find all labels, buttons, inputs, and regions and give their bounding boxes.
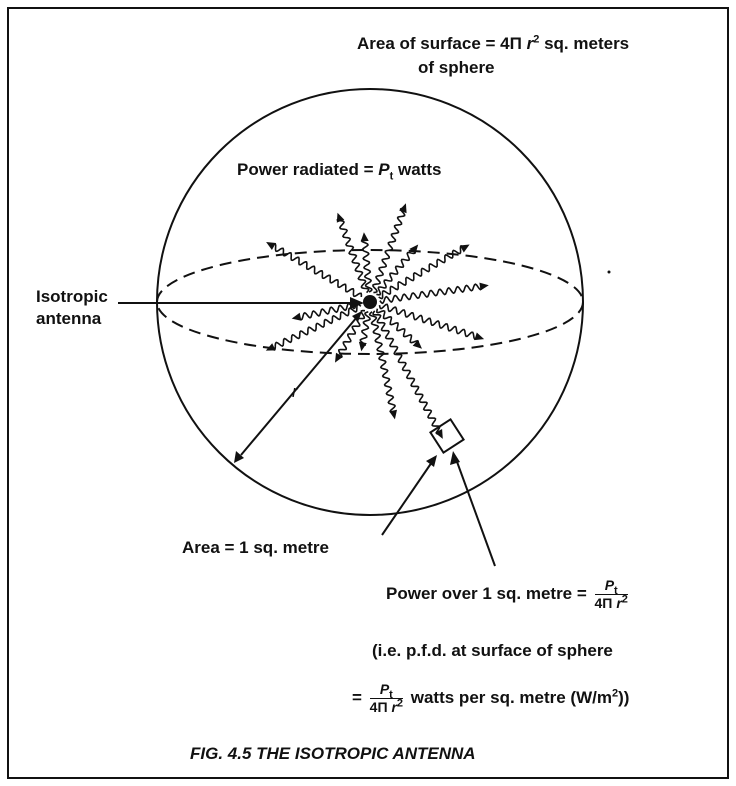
radiated-wave-6 (378, 303, 480, 340)
radiated-wave-4 (378, 244, 465, 300)
pfd-label: (i.e. p.f.d. at surface of sphere (372, 641, 613, 660)
radiated-wave-arrowhead-2 (336, 212, 345, 223)
figure-caption: FIG. 4.5 THE ISOTROPIC ANTENNA (190, 744, 476, 763)
antenna-dot (363, 295, 377, 309)
unit-area-square (429, 418, 465, 454)
area-pointer-arrowhead (426, 455, 437, 467)
power-pointer-arrowhead (450, 451, 460, 465)
radiated-wave-3 (270, 242, 363, 298)
radiated-wave-arrowhead-10 (389, 409, 397, 420)
radiated-wave-10 (368, 311, 397, 415)
unit-area-label: Area = 1 sq. metre (182, 538, 329, 557)
isotropic-antenna-label-line2: antenna (36, 309, 102, 328)
radius-line (240, 316, 358, 456)
radiated-wave-arrowhead-11 (435, 429, 443, 439)
radiated-wave-arrowhead-7 (265, 343, 276, 351)
radius-arrowhead-inner (352, 311, 362, 322)
radiated-waves (265, 203, 489, 439)
radiated-wave-11 (372, 310, 441, 435)
radiated-wave-9 (359, 311, 371, 346)
radiated-wave-arrowhead-12 (412, 339, 422, 349)
radiated-wave-arrowhead-5 (479, 282, 489, 291)
radiated-wave-13 (376, 248, 416, 296)
radiated-wave-5 (379, 283, 484, 305)
radiated-wave-arrowhead-4 (459, 244, 470, 253)
radius-arrowhead-outer (234, 451, 244, 463)
radiated-wave-2 (336, 218, 370, 294)
radiated-wave-1 (372, 207, 406, 294)
radiated-wave-8 (337, 309, 366, 359)
power-pointer-line (455, 458, 496, 567)
power-radiated-label: Power radiated = Pt watts (237, 160, 442, 183)
radiated-wave-arrowhead-1 (399, 203, 407, 214)
antenna-pointer-arrowhead (350, 297, 364, 309)
radius-label: r (292, 382, 298, 401)
radiated-wave-arrowhead-8 (335, 352, 343, 363)
radiated-wave-7 (270, 303, 362, 351)
radiated-wave-arrowhead-15 (291, 312, 302, 321)
radiated-wave-arrowhead-9 (358, 341, 367, 352)
isotropic-antenna-label: Isotropic (36, 287, 108, 306)
radiated-wave-arrowhead-6 (474, 332, 485, 341)
radiated-wave-arrowhead-14 (360, 232, 369, 242)
surface-area-label-line2: of sphere (418, 58, 495, 77)
print-speck (607, 270, 611, 274)
radiated-wave-arrowhead-3 (266, 242, 276, 250)
equator-ellipse (156, 249, 584, 355)
radiated-wave-14 (360, 237, 373, 293)
radiated-wave-12 (376, 308, 419, 345)
surface-area-label: Area of surface = 4Π r2 sq. meters (357, 33, 630, 53)
figure-frame (7, 7, 729, 779)
radiated-wave-arrowhead-13 (409, 244, 419, 254)
area-pointer-line (381, 461, 433, 536)
